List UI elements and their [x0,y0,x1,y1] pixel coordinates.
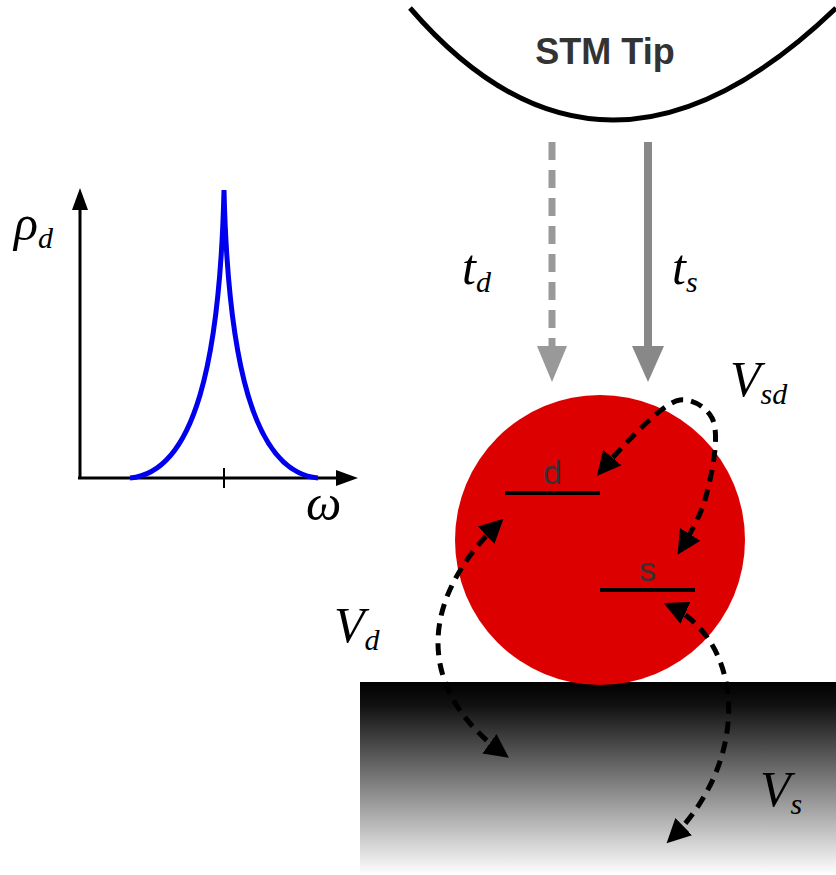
hybridization-arrow-sd [600,400,716,551]
hybridization-label-sd: Vsd [730,352,787,410]
stm-tip: STM Tip [470,30,740,73]
x-axis-tick [223,468,225,488]
tunnel-arrowhead-s [632,346,664,382]
axis-label-rho: ρd [14,196,53,254]
tunnel-arrow-d [549,142,556,346]
molecule [455,395,745,685]
hybridization-arrow-d [438,522,505,755]
tunnel-arrow-s [644,142,652,346]
tunnelling-label-s: ts [672,240,698,298]
hybridization-label-d: Vd [334,598,380,656]
s-level-text: s [600,551,695,588]
y-axis [79,205,82,478]
d-level: d [505,454,600,495]
axis-label-omega: ω [306,476,341,534]
substrate [360,682,836,875]
stm-tip-text: STM Tip [470,30,740,73]
hybridization-label-s: Vs [760,762,802,820]
stm-tip-outline [410,8,836,120]
d-level-text: d [505,454,600,491]
tunnel-arrowhead-d [537,346,567,382]
y-axis-head [72,188,88,210]
tunnelling-label-d: td [462,240,491,298]
density-of-states-curve [130,190,318,478]
s-level: s [600,551,695,592]
x-axis [78,477,340,480]
hybridization-arrow-s [668,605,729,840]
